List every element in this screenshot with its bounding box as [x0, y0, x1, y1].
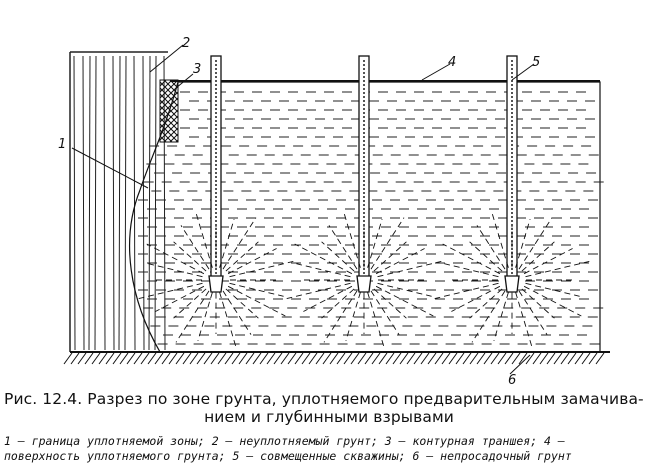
- soil-section-diagram: 1 2 3 4 5 6: [58, 36, 610, 388]
- callout-4: 4: [448, 55, 456, 70]
- callout-leaders: [71, 44, 535, 375]
- callout-1: 1: [58, 137, 66, 152]
- figure-caption: Рис. 12.4. Разрез по зоне грунта, уплотн…: [0, 390, 660, 471]
- callout-6: 6: [508, 373, 516, 388]
- well-3: [434, 55, 590, 350]
- well-1: [138, 55, 294, 350]
- legend-line-1: 1 — граница уплотняемой зоны; 2 — неупло…: [4, 434, 565, 448]
- non-subsiding-soil: [63, 351, 610, 365]
- callout-3: 3: [193, 62, 201, 77]
- legend-line-2: поверхность уплотняемого грунта; 5 — сов…: [4, 449, 572, 463]
- contour-trench: [159, 79, 179, 143]
- caption-title-line-1: Рис. 12.4. Разрез по зоне грунта, уплотн…: [4, 390, 644, 408]
- unconsolidated-soil-block: [69, 51, 170, 352]
- caption-title: Рис. 12.4. Разрез по зоне грунта, уплотн…: [4, 390, 654, 426]
- callout-5: 5: [532, 55, 540, 70]
- well-2: [286, 55, 442, 350]
- callout-2: 2: [182, 36, 190, 51]
- caption-legend: 1 — граница уплотняемой зоны; 2 — неупло…: [4, 434, 656, 464]
- caption-title-line-2: нием и глубинными взрывами: [204, 408, 454, 426]
- combined-wells: [138, 55, 590, 350]
